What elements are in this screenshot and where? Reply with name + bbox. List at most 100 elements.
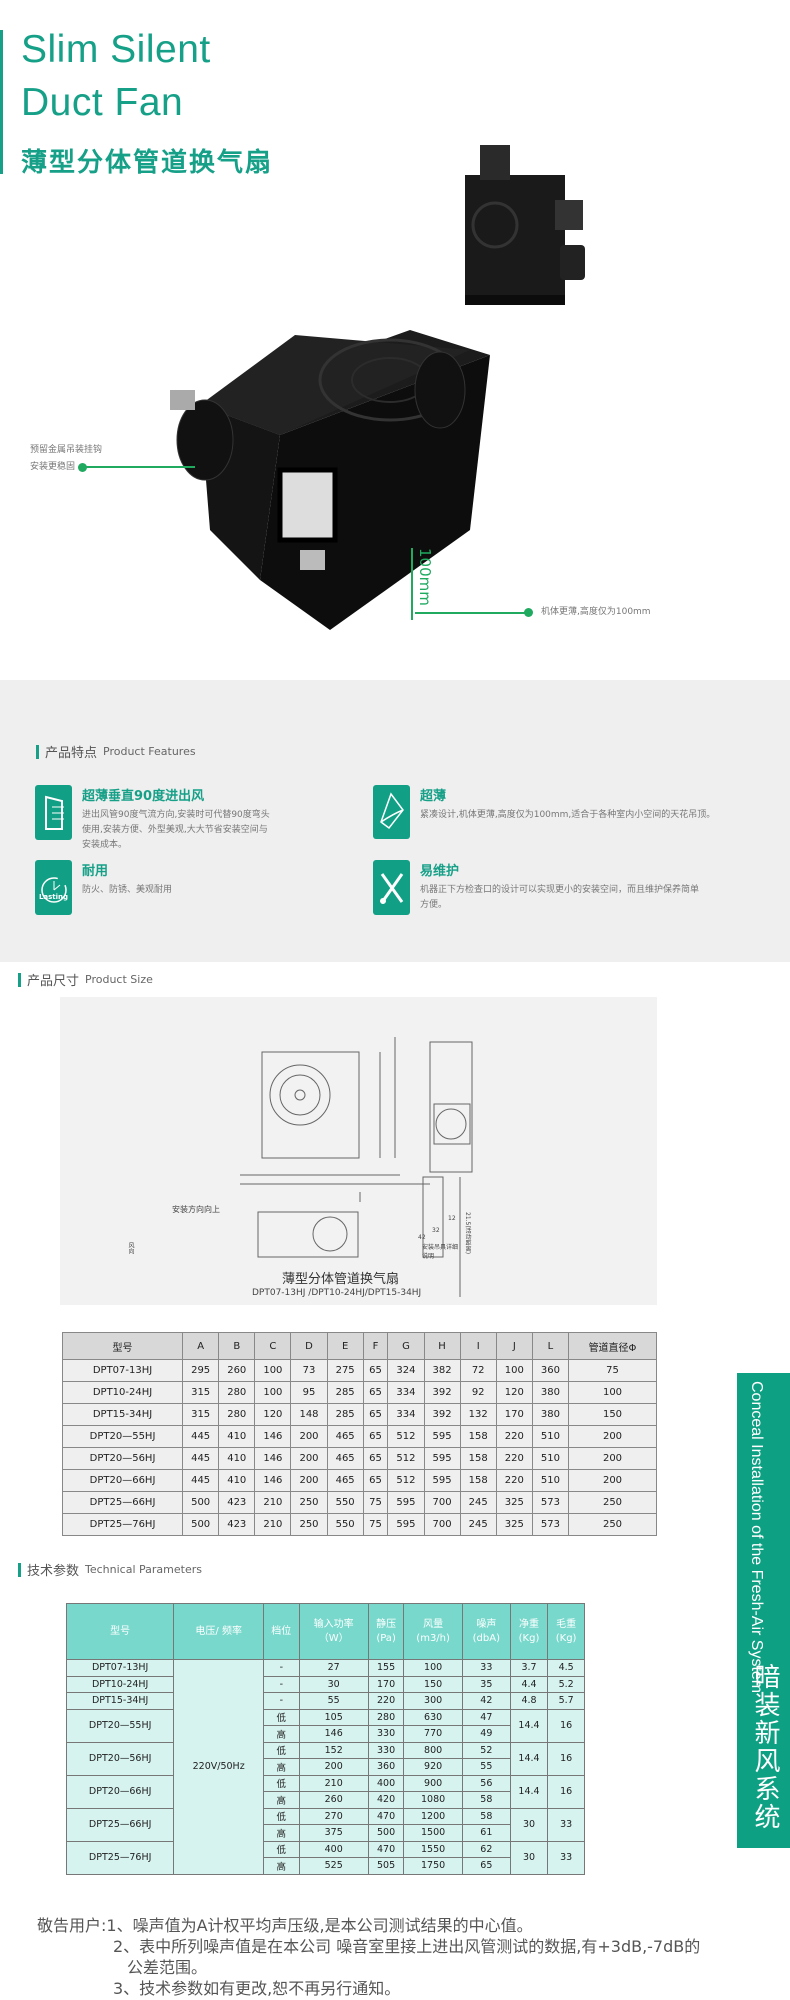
gross-weight-cell: 33 [547,1807,585,1842]
net-weight-cell: 14.4 [509,1741,549,1776]
table-cell: 423 [218,1491,256,1514]
table-cell: 330 [367,1741,405,1759]
table-cell: 170 [367,1675,405,1693]
lasting-clock-icon: Lasting [35,860,72,915]
net-weight-cell: 30 [509,1840,549,1875]
table-cell: 高 [263,1824,300,1842]
table-cell: 150 [568,1403,657,1426]
table-cell: 512 [387,1447,425,1470]
product-image-main [170,330,490,630]
table-cell: 170 [495,1403,533,1426]
table-cell: 325 [495,1513,533,1536]
feature-title: 超薄 [420,789,447,804]
table-cell: 100 [568,1381,657,1404]
table-cell: 500 [182,1491,220,1514]
size-heading-en: Product Size [85,973,153,986]
gross-weight-cell: 4.5 [547,1659,585,1677]
title-cn: 薄型分体管道换气扇 [21,148,274,178]
tech-heading: 技术参数 Technical Parameters [18,1560,202,1579]
table-cell: 132 [459,1403,497,1426]
table-cell: 423 [218,1513,256,1536]
table-cell: 1080 [403,1791,463,1809]
table-cell: 573 [531,1491,570,1514]
table-cell: 146 [254,1447,292,1470]
column-header: 电压/ 频率 [173,1603,265,1660]
callout-line [85,466,195,468]
table-cell: 392 [423,1381,461,1404]
table-cell: 200 [568,1469,657,1492]
title-accent-bar [0,30,3,174]
table-cell: 62 [461,1840,511,1858]
column-header: 静压(Pa) [367,1603,405,1660]
callout-dot [524,608,533,617]
table-cell: 73 [290,1359,328,1382]
table-cell: 30 [298,1675,369,1693]
install-direction-label: 安装方向向上 [172,1205,220,1214]
table-cell: 低 [263,1774,300,1792]
table-cell: 155 [367,1659,405,1677]
table-cell: 61 [461,1824,511,1842]
column-header: 噪声(dbA) [461,1603,511,1660]
table-cell: 65 [362,1403,389,1426]
table-cell: 324 [387,1359,425,1382]
table-cell: 445 [182,1425,220,1448]
table-cell: 52 [461,1741,511,1759]
table-cell: 380 [531,1403,570,1426]
side-banner-cn: 暗装新风系统 [750,1663,780,1831]
column-header-line: 净重 [519,1618,539,1630]
table-cell: 595 [387,1491,425,1514]
table-cell: 72 [459,1359,497,1382]
feature-item: 超薄垂直90度进出风进出风管90度气流方向,安装时可代替90度弯头使用,安装方便… [35,785,335,853]
table-cell: 58 [461,1791,511,1809]
title-en-line2: Duct Fan [21,81,184,124]
table-cell: DPT07-13HJ [61,1359,184,1382]
table-cell: 158 [459,1425,497,1448]
table-cell: 550 [326,1491,364,1514]
height-dimension-label: 100mm [416,548,434,606]
wind-direction-label: 风向 [127,1242,134,1254]
column-header: 风量(m3/h) [403,1603,463,1660]
table-cell: 465 [326,1425,364,1448]
table-cell: 49 [461,1725,511,1743]
table-cell: DPT20—56HJ [61,1447,184,1470]
gross-weight-cell: 5.2 [547,1675,585,1693]
table-cell: 42 [461,1692,511,1710]
feature-desc: 紧凑设计,机体更薄,高度仅为100mm,适合于各种室内小空间的天花吊顶。 [420,810,716,820]
column-header: 输入功率（W） [298,1603,369,1660]
column-header: E [326,1332,364,1360]
table-cell: 65 [362,1425,389,1448]
thin-sheet-icon [373,785,410,839]
table-cell: 525 [298,1857,369,1875]
table-cell: 392 [423,1403,461,1426]
table-cell: 210 [254,1491,292,1514]
callout-height-text: 机体更薄,高度仅为100mm [541,607,651,617]
column-header-line: 毛重 [556,1618,577,1630]
column-header: I [459,1332,497,1360]
table-cell: 146 [254,1469,292,1492]
table-cell: - [263,1675,300,1693]
door-airflow-icon [35,785,72,840]
table-cell: 65 [362,1381,389,1404]
table-cell: 315 [182,1403,220,1426]
table-cell: 92 [459,1381,497,1404]
table-cell: 56 [461,1774,511,1792]
table-cell: 55 [298,1692,369,1710]
column-header: D [290,1332,328,1360]
column-header: A [182,1332,220,1360]
table-cell: 280 [218,1381,256,1404]
model-cell: DPT10-24HJ [65,1675,175,1693]
column-header: 型号 [65,1603,175,1660]
column-header-line: （W） [318,1632,349,1644]
table-cell: - [263,1659,300,1677]
table-cell: 250 [290,1513,328,1536]
table-cell: 1200 [403,1807,463,1825]
table-cell: 65 [362,1447,389,1470]
table-cell: 1550 [403,1840,463,1858]
side-banner-en: Conceal Installation of the Fresh-Air Sy… [748,1381,765,1694]
table-cell: 573 [531,1513,570,1536]
